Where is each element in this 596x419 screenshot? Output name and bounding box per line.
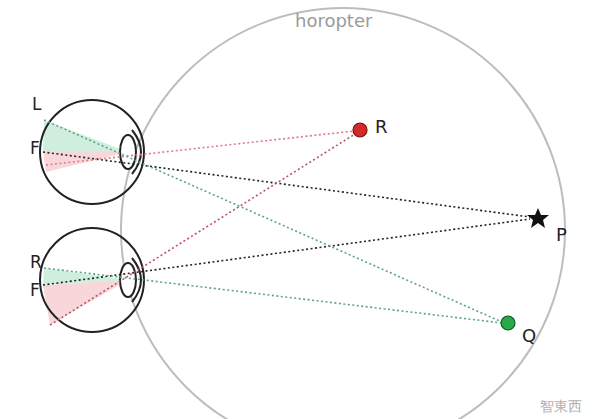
eye-label: F (30, 282, 40, 299)
title-label: horopter (295, 12, 372, 30)
eye-label: L (32, 96, 41, 113)
lens (120, 263, 136, 297)
eye (40, 228, 144, 332)
eye-label: R (30, 254, 42, 271)
ray (44, 268, 502, 323)
ray (43, 152, 530, 217)
eye (40, 100, 144, 204)
green-wedge (43, 120, 128, 152)
ray (50, 134, 355, 325)
watermark: 智東西 (540, 399, 582, 413)
point-q (501, 316, 515, 330)
point-p-star (527, 208, 549, 228)
point-label: P (556, 226, 567, 244)
ray (46, 131, 354, 165)
eye-label: F (30, 140, 40, 157)
ray (43, 219, 530, 285)
ray (44, 120, 502, 322)
point-label: Q (522, 327, 536, 345)
point-r (353, 123, 367, 137)
point-label: R (375, 118, 388, 136)
